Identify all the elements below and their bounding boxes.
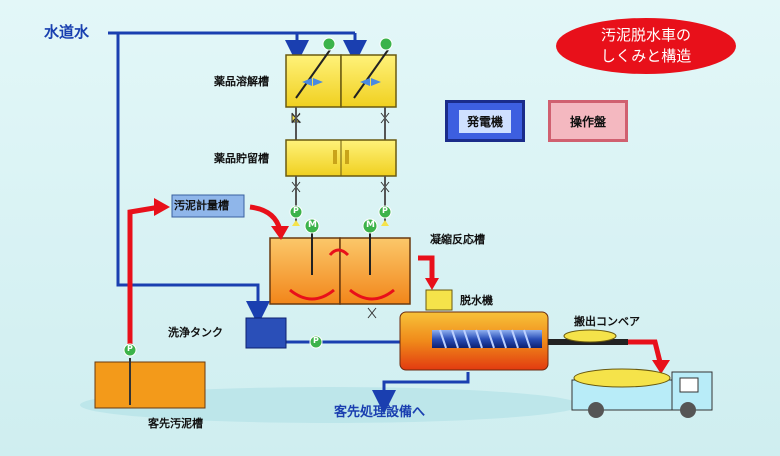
chem-store-label: 薬品貯留槽	[214, 152, 269, 165]
title-bubble: 汚泥脱水車の しくみと構造	[556, 18, 736, 74]
sludge-tank-label: 客先汚泥槽	[148, 417, 203, 430]
title-line1: 汚泥脱水車の	[600, 26, 691, 44]
generator-box: 発電機	[445, 100, 525, 142]
sludge-meter-label: 汚泥計量槽	[174, 199, 229, 212]
sludge-meter-tank	[171, 194, 245, 218]
wash-tank	[245, 317, 287, 349]
mixer-motor-icon	[322, 37, 336, 51]
truck	[571, 368, 713, 418]
motor-letter: M	[366, 220, 375, 230]
water-lines	[108, 31, 625, 414]
pump-letter: P	[293, 206, 299, 215]
mixer-motor-icon	[379, 37, 393, 51]
pump-icon	[309, 335, 323, 349]
wash-tank-label: 洗浄タンク	[168, 326, 223, 339]
water-label: 水道水	[44, 23, 90, 41]
pump-letter: P	[127, 344, 133, 353]
flocc-label: 凝縮反応槽	[430, 233, 485, 246]
dewater-label: 脱水機	[460, 294, 493, 307]
flocc-tank-right	[339, 237, 411, 305]
conveyor-label: 搬出コンベア	[574, 315, 640, 328]
dewater-box	[425, 289, 453, 311]
sludge-tank	[94, 361, 206, 409]
motor-icon	[362, 218, 378, 234]
pump-icon	[289, 205, 303, 219]
title-line2: しくみと構造	[600, 47, 692, 65]
generator-label: 発電機	[458, 109, 511, 133]
destination-label: 客先処理設備へ	[334, 405, 426, 420]
pump-letter: P	[382, 206, 388, 215]
control-panel-label: 操作盤	[569, 114, 606, 129]
flocc-tank-left	[269, 237, 341, 305]
motor-letter: M	[308, 220, 317, 230]
control-panel-box: 操作盤	[548, 100, 628, 142]
pump-letter: P	[313, 336, 319, 345]
motor-icon	[304, 218, 320, 234]
pump-icon	[123, 343, 137, 357]
chem-dissolve-label: 薬品溶解槽	[214, 75, 269, 88]
pump-icon	[378, 205, 392, 219]
